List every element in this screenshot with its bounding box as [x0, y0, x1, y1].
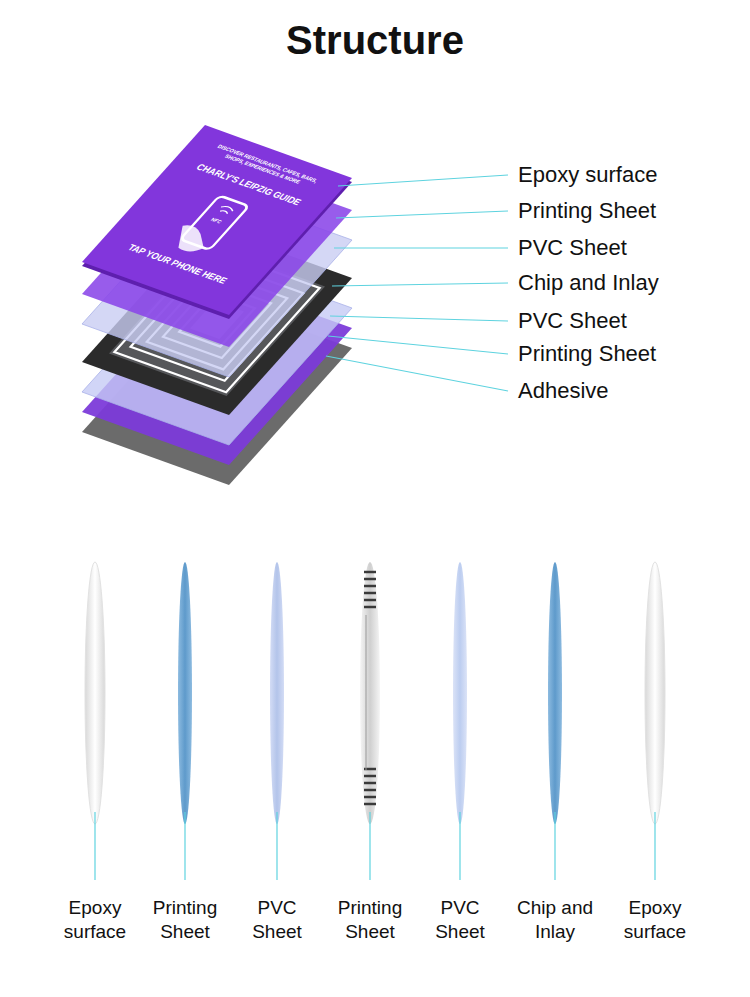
section-label: Printing Sheet	[328, 896, 412, 944]
layer-label: Epoxy surface	[518, 162, 657, 188]
layer-label: PVC Sheet	[518, 308, 627, 334]
section-ellipse	[85, 562, 105, 824]
layer-section	[360, 562, 380, 880]
leader-line	[326, 356, 508, 391]
section-label: PVC Sheet	[235, 896, 319, 944]
leader-line	[369, 812, 370, 880]
epoxy-layer	[82, 125, 352, 319]
section-ellipse	[548, 562, 562, 824]
layer-label: Chip and Inlay	[518, 270, 659, 296]
exploded-layers	[82, 125, 352, 485]
layer-section	[645, 562, 665, 880]
section-ellipse	[453, 562, 467, 824]
coil-stripe	[364, 571, 376, 574]
section-label: Printing Sheet	[143, 896, 227, 944]
coil-stripe	[364, 803, 376, 806]
leader-line	[94, 812, 95, 880]
title: Structure	[0, 18, 750, 63]
layer-section	[85, 562, 105, 880]
coil-stripe	[364, 789, 376, 792]
leader-line	[328, 336, 508, 354]
layer-section	[270, 562, 284, 880]
leader-line	[334, 247, 508, 248]
leader-line	[554, 812, 555, 880]
section-ellipse	[645, 562, 665, 824]
leader-line	[332, 283, 508, 286]
leader-line	[184, 812, 185, 880]
card-text: NFC	[199, 213, 233, 229]
leader-line	[459, 812, 460, 880]
layer-sheet	[82, 125, 352, 315]
coil-stripe	[364, 592, 376, 595]
section-ellipse	[360, 562, 380, 824]
leader-line	[654, 812, 655, 880]
section-label: Epoxy surface	[613, 896, 697, 944]
coil-stripe	[364, 599, 376, 602]
leader-line	[276, 812, 277, 880]
section-edge	[366, 615, 367, 770]
layer-label: PVC Sheet	[518, 235, 627, 261]
coil-stripe	[364, 606, 376, 609]
layer-section	[178, 562, 192, 880]
layer-label: Adhesive	[518, 378, 609, 404]
section-label: PVC Sheet	[418, 896, 502, 944]
section-ellipse	[178, 562, 192, 824]
layer-label: Printing Sheet	[518, 198, 656, 224]
cross-sections	[85, 562, 665, 880]
coil-stripe	[364, 585, 376, 588]
leader-line	[336, 211, 508, 218]
coil-stripe	[364, 578, 376, 581]
coil-stripe	[364, 796, 376, 799]
section-label: Chip and Inlay	[513, 896, 597, 944]
leader-line	[330, 316, 508, 321]
coil-stripe	[364, 782, 376, 785]
leader-lines	[326, 175, 508, 391]
coil-stripe	[364, 775, 376, 778]
section-ellipse	[270, 562, 284, 824]
layer-section	[548, 562, 562, 880]
layer-section	[453, 562, 467, 880]
section-label: Epoxy surface	[53, 896, 137, 944]
leader-line	[338, 175, 508, 186]
layer-label: Printing Sheet	[518, 341, 656, 367]
